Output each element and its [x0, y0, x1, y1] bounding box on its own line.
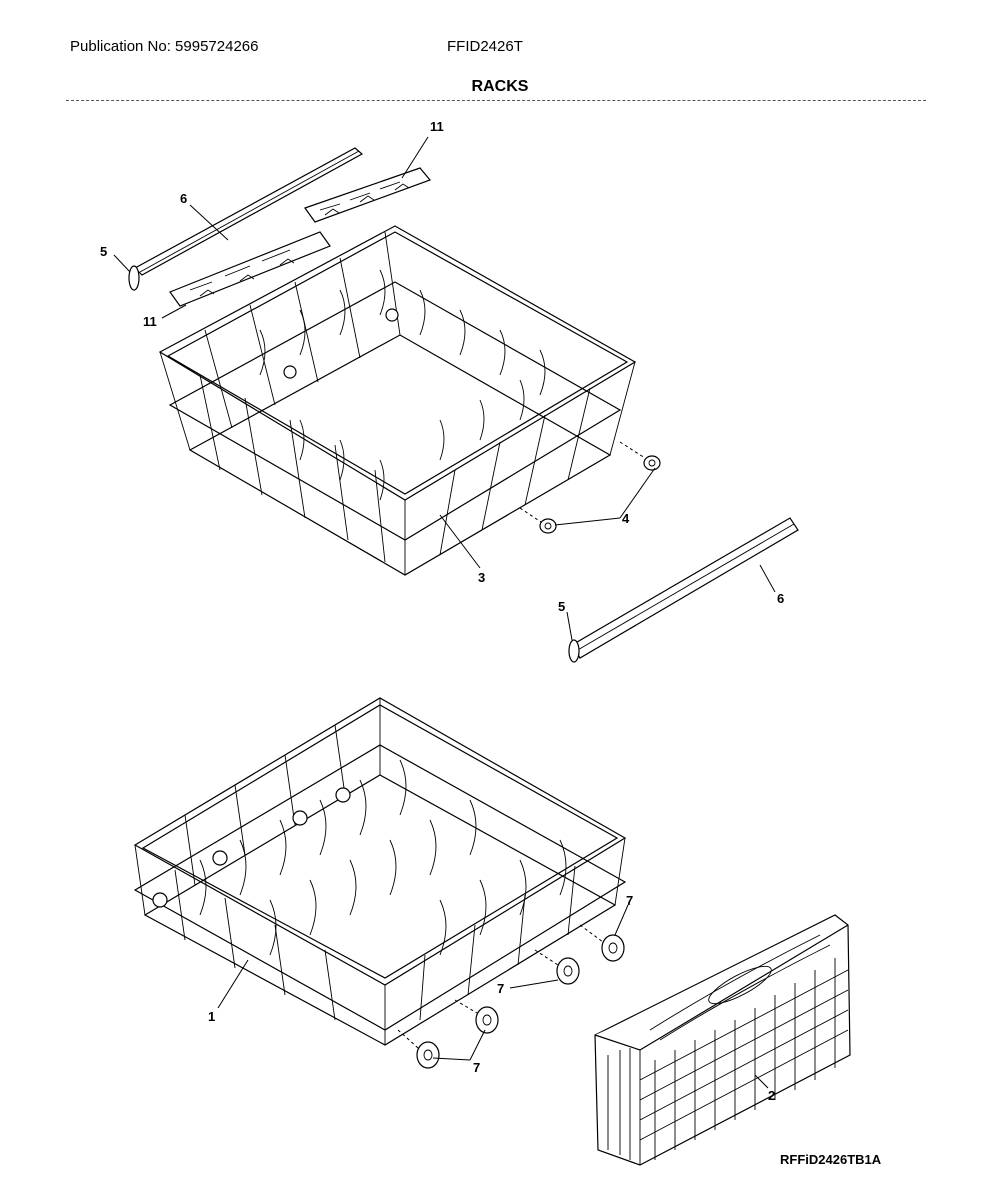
lower-rack-wheel-middle — [534, 949, 580, 985]
header-divider — [66, 100, 926, 101]
callout-5-bottom: 5 — [558, 599, 565, 614]
callout-7-rear: 7 — [626, 893, 633, 908]
callout-5-top: 5 — [100, 244, 107, 259]
callout-leaders — [113, 136, 776, 1089]
rail-end-cap-bottom — [568, 639, 580, 663]
silverware-basket — [594, 914, 851, 1166]
lower-rack-wheel-front-right — [454, 999, 499, 1034]
rack-adjuster-bracket-rear — [304, 167, 432, 223]
upper-rack-roller-right — [619, 441, 661, 471]
callout-11-bottom: 11 — [143, 314, 157, 329]
callout-1: 1 — [208, 1009, 215, 1024]
callout-3: 3 — [478, 570, 485, 585]
upper-rack-roller-left — [519, 507, 557, 534]
callout-2: 2 — [768, 1088, 775, 1103]
lower-rack-wheel-front-left — [397, 1029, 440, 1069]
upper-rack — [158, 225, 637, 576]
upper-rack-rail-top — [134, 147, 364, 276]
callout-6-bottom: 6 — [777, 591, 784, 606]
page-title: RACKS — [471, 78, 529, 95]
callout-11-top: 11 — [430, 119, 444, 134]
drawing-code: RFFiD2426TB1A — [780, 1152, 882, 1167]
model-number: FFID2426T — [447, 38, 523, 55]
lower-rack-wheel-rear — [579, 924, 625, 962]
callout-7-front: 7 — [473, 1060, 480, 1075]
callout-4: 4 — [622, 511, 630, 526]
publication-number: Publication No: 5995724266 — [70, 38, 259, 55]
lower-rack — [133, 697, 627, 1046]
upper-rack-rail-bottom — [571, 517, 799, 659]
callout-7-middle: 7 — [497, 981, 504, 996]
rail-end-cap-top — [128, 265, 140, 291]
callout-6-top: 6 — [180, 191, 187, 206]
rack-adjuster-bracket-front — [169, 231, 331, 307]
